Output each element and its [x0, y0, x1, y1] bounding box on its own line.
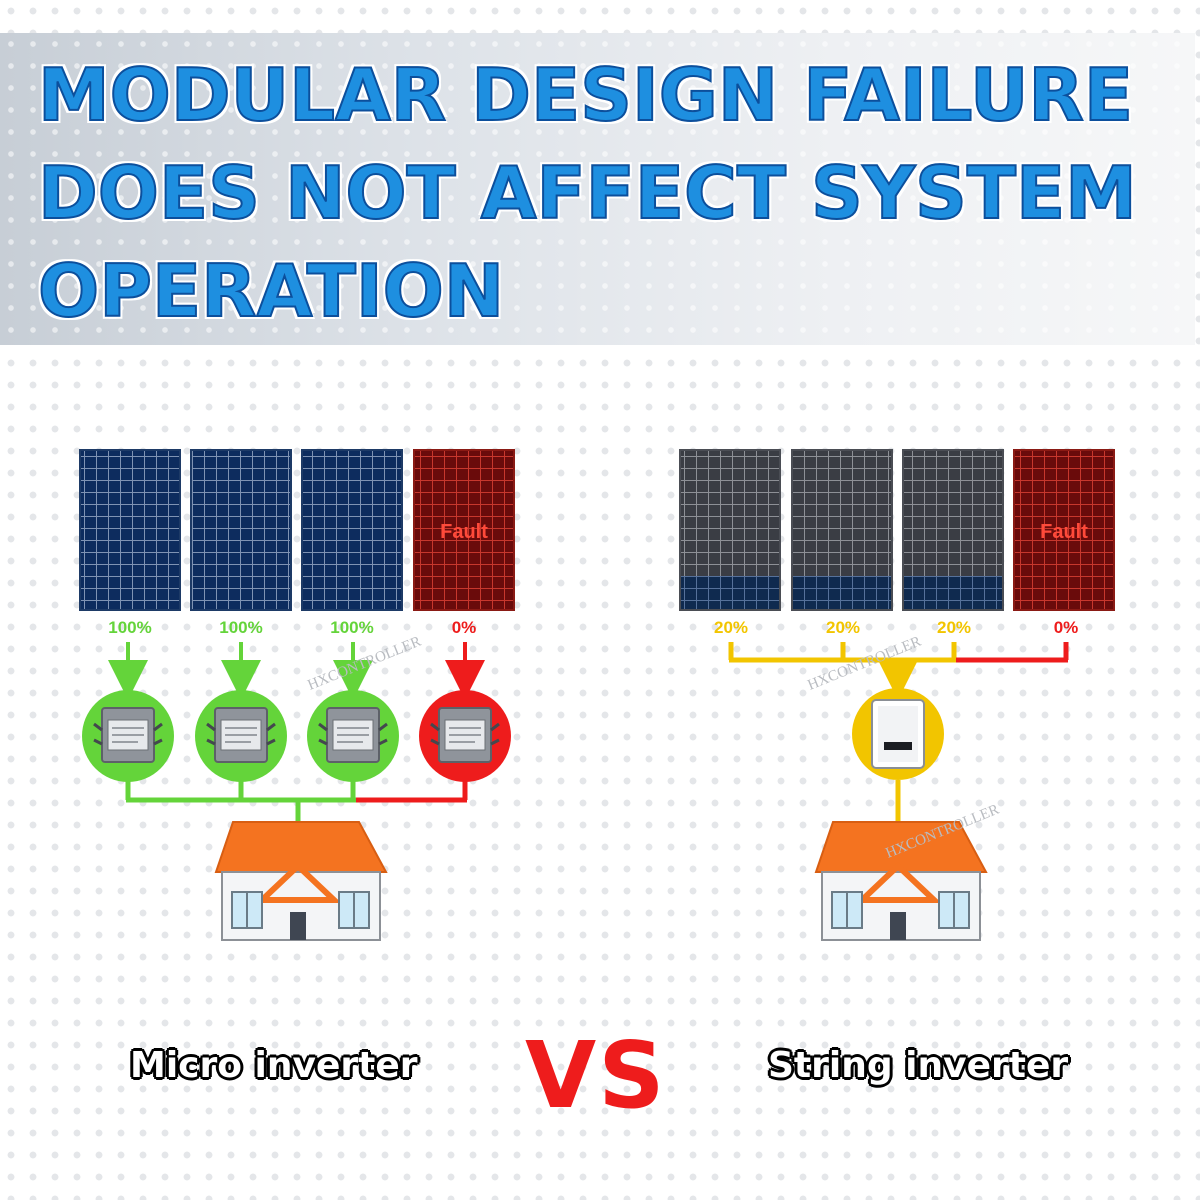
micro-wiring [125, 778, 468, 822]
banner-dot-pattern [0, 33, 1195, 345]
string-solar-panel-4-fault: Fault [1013, 449, 1115, 611]
string-house-icon [814, 821, 988, 941]
micro-output-label-1: 100% [108, 618, 151, 637]
vs-label: VS [525, 1022, 667, 1129]
headline-line-1: MODULAR DESIGN FAILURE [37, 52, 1134, 138]
headline: MODULAR DESIGN FAILURE DOES NOT AFFECT S… [37, 46, 1138, 340]
micro-solar-panel-1 [79, 449, 181, 611]
micro-output-label-3: 100% [330, 618, 373, 637]
micro-house-icon [214, 821, 388, 941]
string-solar-panel-3 [902, 449, 1004, 611]
string-output-label-3: 20% [937, 618, 971, 637]
micro-solar-panel-2 [190, 449, 292, 611]
micro-solar-panel-3 [301, 449, 403, 611]
watermark-1: HXCONTROLLER [306, 634, 424, 694]
string-solar-panel-2 [791, 449, 893, 611]
string-inverter-icon [852, 688, 944, 780]
micro-output-label-4: 0% [452, 618, 477, 637]
string-inverter-caption: String inverter [768, 1045, 1069, 1086]
micro-fault-label: Fault [440, 521, 488, 543]
string-solar-panel-1 [679, 449, 781, 611]
micro-output-label-2: 100% [219, 618, 262, 637]
headline-line-3: OPERATION [37, 248, 505, 334]
micro-inverter-1 [82, 690, 174, 782]
micro-inverter-4-fault [419, 690, 511, 782]
string-output-label-1: 20% [714, 618, 748, 637]
string-wiring [728, 642, 1069, 822]
micro-solar-panel-4-fault: Fault [413, 449, 515, 611]
string-fault-label: Fault [1040, 521, 1088, 543]
headline-banner [0, 33, 1195, 345]
micro-inverter-3 [307, 690, 399, 782]
string-output-label-4: 0% [1054, 618, 1079, 637]
micro-inverter-2 [195, 690, 287, 782]
headline-line-2: DOES NOT AFFECT SYSTEM [37, 150, 1138, 236]
micro-inverter-caption: Micro inverter [130, 1045, 418, 1086]
watermark-2: HXCONTROLLER [806, 634, 924, 694]
string-output-label-2: 20% [826, 618, 860, 637]
